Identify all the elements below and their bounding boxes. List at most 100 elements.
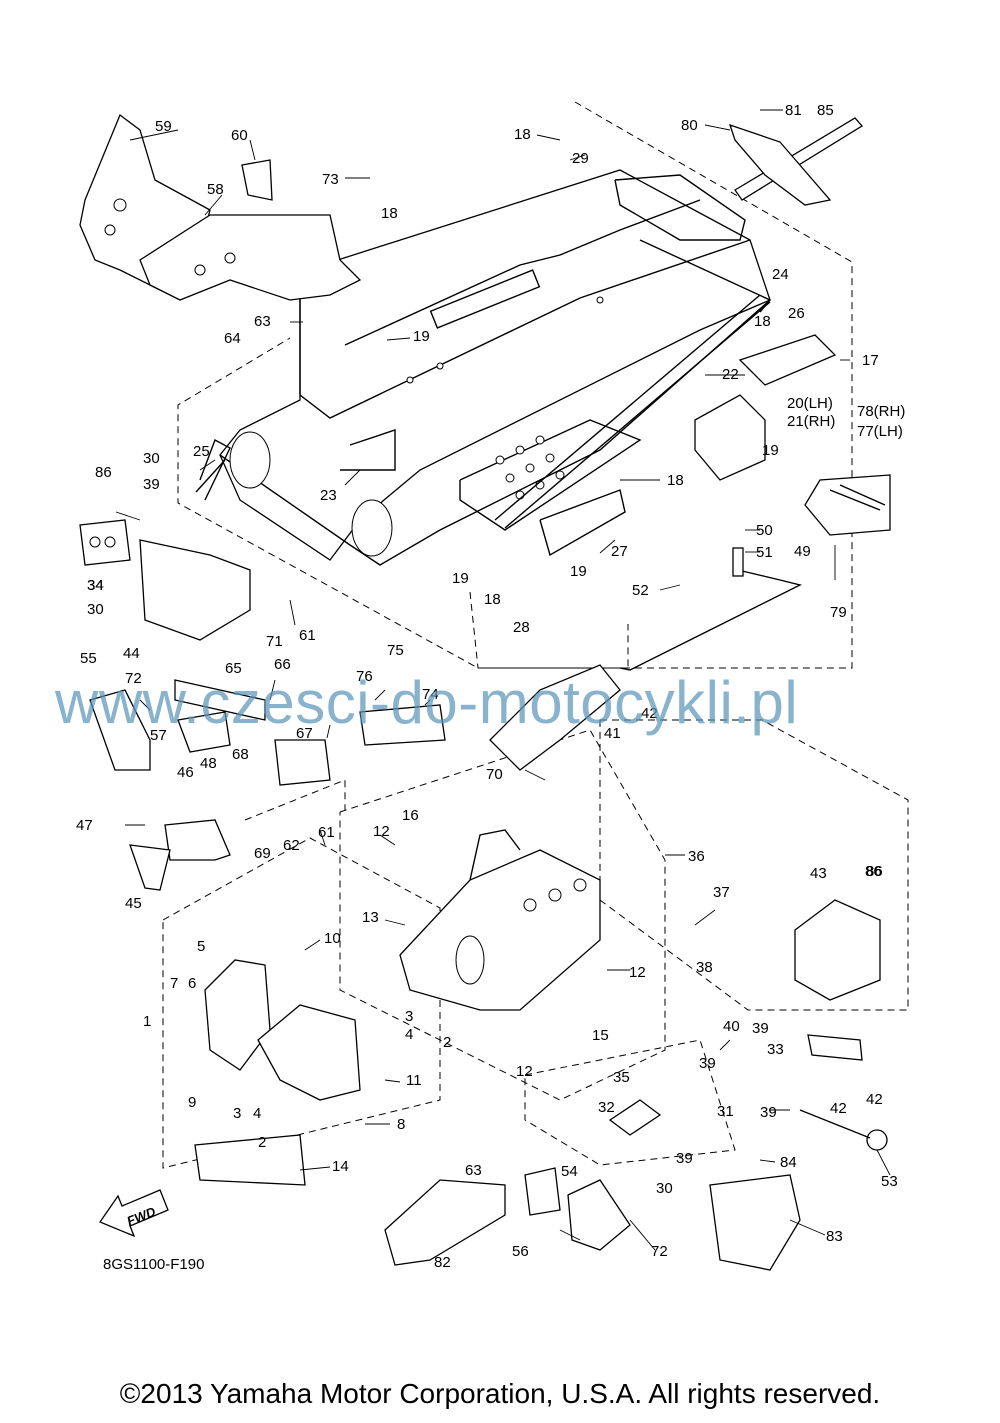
part-label: 71	[266, 633, 283, 650]
part-label: 34	[87, 577, 104, 594]
main-frame	[199, 169, 772, 566]
part-label: 5	[197, 938, 205, 955]
part-label: 69	[254, 845, 271, 862]
part-label: 83	[826, 1228, 843, 1245]
part-label: 40	[723, 1018, 740, 1035]
part-label: 32	[598, 1099, 615, 1116]
plate-74	[359, 704, 446, 746]
part-label: 12	[373, 823, 390, 840]
part-label: 9	[188, 1094, 196, 1111]
part-label: 16	[402, 807, 419, 824]
part-label: 39	[699, 1055, 716, 1072]
part-label: 19	[762, 442, 779, 459]
part-label: 53	[881, 1173, 898, 1190]
part-label: 52	[632, 582, 649, 599]
part-label: 72	[125, 670, 142, 687]
leader-lines	[115, 109, 891, 1251]
part-label: 85	[817, 102, 834, 119]
part-label: 30	[87, 601, 104, 618]
plate-83	[709, 1174, 801, 1271]
part-label: 38	[696, 959, 713, 976]
bracket-67	[274, 739, 331, 786]
center-frame	[399, 829, 601, 1011]
part-label: 67	[296, 725, 313, 742]
part-label: 42	[866, 1091, 883, 1108]
part-label: 86	[866, 863, 883, 880]
part-label: 73	[322, 171, 339, 188]
seat-base	[489, 664, 621, 771]
part-label: 57	[150, 727, 167, 744]
part-label: 49	[794, 543, 811, 560]
part-label: 33	[767, 1041, 784, 1058]
part-label: 72	[651, 1243, 668, 1260]
plate-33	[807, 1034, 863, 1061]
part-label: 39	[143, 476, 160, 493]
cover-56	[524, 1167, 561, 1216]
bracket-20-21	[694, 394, 766, 481]
part-label: 18	[381, 205, 398, 222]
bracket-68	[177, 711, 231, 753]
part-label: 12	[516, 1063, 533, 1080]
part-label: 13	[362, 909, 379, 926]
part-label: 48	[200, 755, 217, 772]
cover-54	[567, 1179, 631, 1251]
part-label: 28	[513, 619, 530, 636]
part-label: 19	[570, 563, 587, 580]
part-label: 54	[561, 1163, 578, 1180]
part-label: 77(LH)	[857, 423, 903, 440]
part-label: 30	[656, 1180, 673, 1197]
part-label: 66	[274, 656, 291, 673]
part-label: 58	[207, 181, 224, 198]
part-label: 21(RH)	[787, 413, 835, 430]
rail-25	[195, 459, 226, 493]
part-label: 1	[143, 1013, 151, 1030]
part-label: 34	[87, 577, 104, 594]
part-label: 18	[484, 591, 501, 608]
part-label: 84	[780, 1154, 797, 1171]
rear-bumper-85	[728, 117, 863, 206]
part-label: 20(LH)	[787, 395, 833, 412]
part-label: 4	[405, 1026, 413, 1043]
part-label: 12	[629, 964, 646, 981]
part-label: 44	[123, 645, 140, 662]
part-label: 43	[810, 865, 827, 882]
part-label: 51	[756, 544, 773, 561]
part-label: 55	[80, 650, 97, 667]
part-label: 18	[667, 472, 684, 489]
part-label: 15	[592, 1027, 609, 1044]
forward-arrow-icon: FWD	[99, 1189, 169, 1238]
diagram-code: 8GS1100-F190	[103, 1256, 205, 1273]
part-label: 2	[443, 1034, 451, 1051]
part-label: 74	[422, 686, 439, 703]
part-label: 46	[177, 764, 194, 781]
part-label: 31	[717, 1103, 734, 1120]
part-label: 30	[143, 450, 160, 467]
panel-65	[174, 679, 266, 721]
part-label: 3	[405, 1008, 413, 1025]
part-label: 6	[188, 975, 196, 992]
part-label: 80	[681, 117, 698, 134]
part-label: 25	[193, 443, 210, 460]
part-label: 3	[233, 1105, 241, 1122]
part-label: 4	[253, 1105, 261, 1122]
plate-26	[738, 334, 837, 386]
part-label: 63	[254, 313, 271, 330]
part-label: 86	[95, 464, 112, 481]
part-label: 18	[754, 313, 771, 330]
part-label: 42	[830, 1100, 847, 1117]
part-label: 26	[788, 305, 805, 322]
part-label: 70	[486, 766, 503, 783]
part-label: 7	[170, 975, 178, 992]
part-label: 39	[752, 1020, 769, 1037]
bracket-32	[608, 1099, 662, 1136]
footrest-77-78	[804, 474, 891, 536]
part-label: 27	[611, 543, 628, 560]
rail-24	[494, 294, 761, 521]
part-label: 64	[224, 330, 241, 347]
part-label: 41	[604, 725, 621, 742]
part-label: 63	[465, 1162, 482, 1179]
part-label: 56	[512, 1243, 529, 1260]
part-label: 36	[688, 848, 705, 865]
part-label: 18	[514, 126, 531, 143]
part-label: 29	[572, 150, 589, 167]
